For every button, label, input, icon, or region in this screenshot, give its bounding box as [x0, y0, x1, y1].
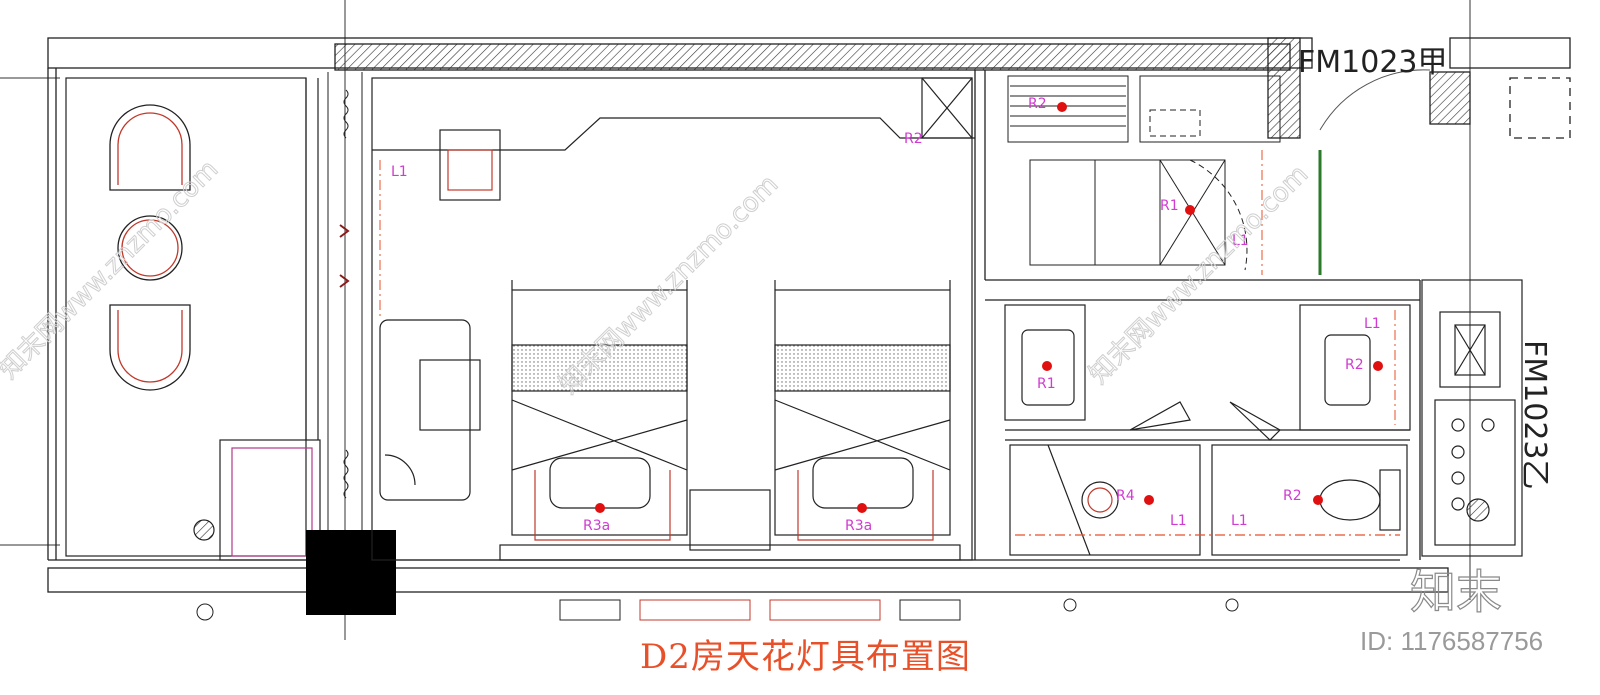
light-dot	[1042, 361, 1052, 371]
fixture-label: R1	[1037, 376, 1056, 392]
bathroom-upper	[1004, 304, 1411, 441]
fixture-label: R2	[904, 131, 923, 147]
bedroom	[371, 77, 975, 561]
fixture-label: R1	[1160, 198, 1179, 214]
fixture-label: R4	[1116, 488, 1135, 504]
fixture-label: R2	[1028, 96, 1047, 112]
fixture-label: L1	[1232, 233, 1249, 249]
bed-left	[511, 280, 688, 541]
fixture-label: L1	[1170, 513, 1187, 529]
balcony-chairs	[109, 104, 191, 391]
fixture-label: R2	[1345, 357, 1364, 373]
drawing-title: D2房天花灯具布置图	[640, 637, 971, 677]
light-fixtures	[595, 102, 1383, 513]
fixture-labels: L1 R2 R2 R1 L1 R1 L1 R2 R4 L1 L1 R2 R3a …	[391, 96, 1381, 534]
id-label: ID: 1176587756	[1360, 626, 1543, 656]
walls	[47, 37, 1571, 593]
lower-fragments	[196, 598, 1239, 621]
fixture-label: R3a	[583, 518, 610, 534]
service-shaft	[1421, 279, 1523, 557]
door-tag: FM1023乙	[1517, 340, 1552, 490]
curtain-track	[327, 72, 363, 545]
light-dot	[595, 503, 605, 513]
light-dot	[1185, 205, 1195, 215]
logo-text: 知末	[1410, 565, 1502, 619]
fixture-label: R2	[1283, 488, 1302, 504]
fixture-label: L1	[391, 164, 408, 180]
light-dot	[1144, 495, 1154, 505]
light-dot	[1057, 102, 1067, 112]
watermark: 知末网www.znzmo.com	[1084, 159, 1315, 390]
bathroom-lower	[1009, 444, 1408, 556]
balcony	[65, 77, 321, 561]
door-tag: FM1023甲	[1298, 45, 1448, 80]
light-strips	[379, 150, 1396, 425]
light-dot	[1373, 361, 1383, 371]
fixture-label: L1	[1231, 513, 1248, 529]
fixture-label: R3a	[845, 518, 872, 534]
bed-right	[774, 280, 951, 541]
column	[306, 530, 396, 615]
light-dot	[857, 503, 867, 513]
fixture-label: L1	[1364, 316, 1381, 332]
light-dot	[1313, 495, 1323, 505]
